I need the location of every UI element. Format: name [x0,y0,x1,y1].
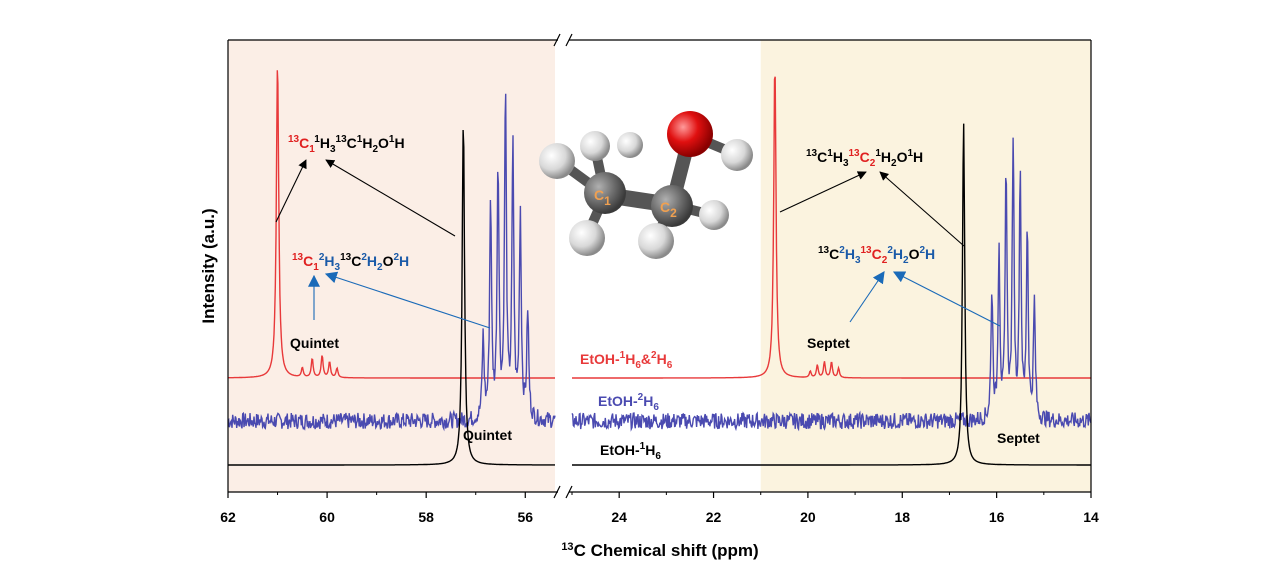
series-label-3: EtOH-1H6 [600,441,661,462]
series-line-3-seg-1 [228,129,555,466]
hydrogen-atom [721,139,753,171]
hydrogen-atom [569,220,605,256]
axis-break-mark-4 [565,485,573,499]
series-label-2: EtOH-2H6 [598,392,659,413]
hydrogen-atom [580,131,610,161]
series-line-2-seg-2 [571,137,1092,432]
formula-c2-deuterated: 13C2H313C22H2O2H [818,245,935,266]
x-tick-label: 60 [319,509,335,525]
series-line-1-seg-1 [228,70,555,379]
carbon-atom-c2 [651,185,693,227]
highlight-region-1 [228,40,555,492]
arrow-c1-red-peak [275,159,307,223]
formula-c2-protonated: 13C1H313C21H2O1H [806,148,923,169]
hydrogen-atom [638,223,674,259]
arrow-c2-blue-peak [892,271,1001,327]
axis-break-mark-1 [553,33,561,47]
hydrogen-atom [617,132,643,158]
x-tick-label: 14 [1083,509,1099,525]
x-tick-label: 22 [706,509,722,525]
axis-break-mark-3 [553,485,561,499]
x-axis-title: 13C Chemical shift (ppm) [561,541,758,560]
arrow-c2-septet [849,271,885,323]
x-tick-label: 16 [989,509,1005,525]
x-tick-label: 20 [800,509,816,525]
y-axis-title: Intensity (a.u.) [199,208,218,323]
hydrogen-atom [699,200,729,230]
arrow-c1-black-peak [325,159,456,237]
arrow-c2-red-peak [779,171,867,213]
molecule-label-c2: C2 [660,199,677,220]
x-tick-label: 18 [894,509,910,525]
axis-break-mark-2 [565,33,573,47]
series-line-1-seg-2 [572,76,1091,379]
formula-c1-protonated: 13C11H313C1H2O1H [288,134,405,155]
x-tick-label: 24 [611,509,627,525]
series-label-1: EtOH-1H6&2H6 [580,350,673,371]
x-tick-label: 62 [220,509,236,525]
x-tick-label: 58 [418,509,434,525]
carbon-atom-c1 [584,172,626,214]
series-line-3-seg-2 [572,123,1091,466]
molecule-label-c1: C1 [594,187,611,208]
arrow-c2-black-peak [879,171,965,247]
hydrogen-atom [539,143,575,179]
x-tick-label: 56 [517,509,533,525]
quintet-label-red: Quintet [290,335,339,351]
oxygen-atom [667,111,713,157]
arrow-c1-blue-peak [324,271,491,329]
formula-c1-deuterated: 13C12H313C2H2O2H [292,252,409,273]
series-line-2-seg-1 [227,93,556,432]
septet-label-blue: Septet [997,430,1040,446]
quintet-label-blue: Quintet [463,427,512,443]
septet-label-red: Septet [807,335,850,351]
